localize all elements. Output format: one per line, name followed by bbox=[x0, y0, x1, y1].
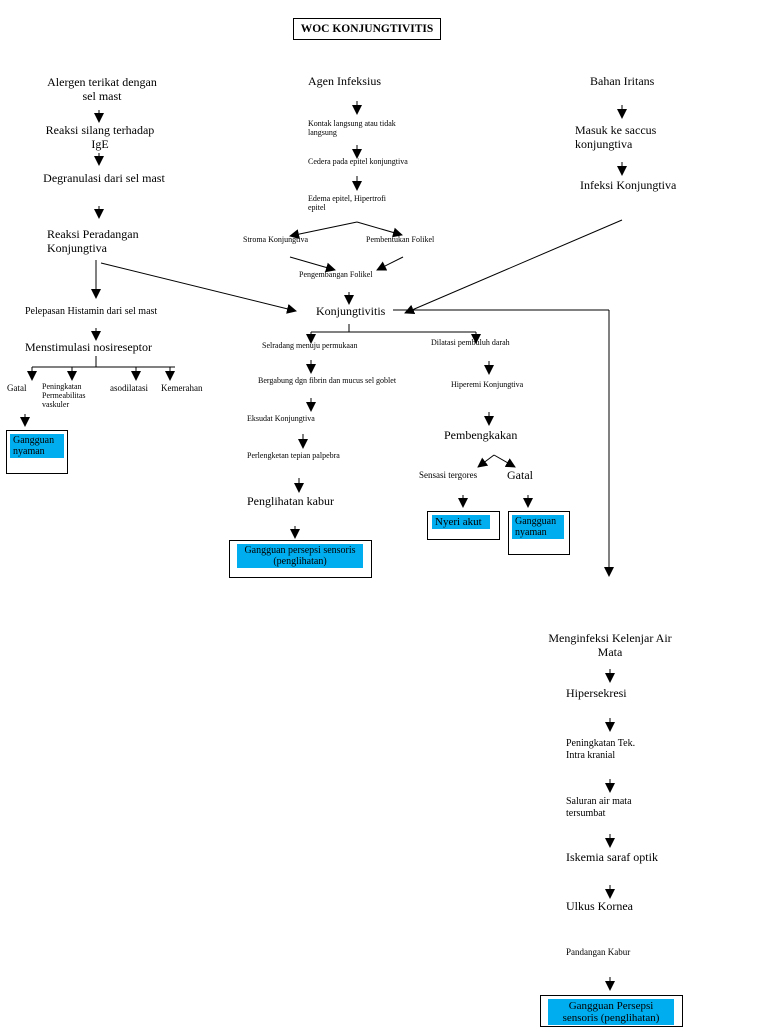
arrow bbox=[376, 256, 404, 271]
dx-box-left: Gangguan nyaman bbox=[6, 430, 68, 474]
leaf-gatal: Gatal bbox=[7, 383, 27, 393]
node-kontak: Kontak langsung atau tidak langsung bbox=[308, 119, 396, 138]
leaf-kemerahan: Kemerahan bbox=[161, 383, 203, 393]
node-degranulasi: Degranulasi dari sel mast bbox=[43, 171, 165, 185]
node-bahan-iritans: Bahan Iritans bbox=[590, 74, 655, 88]
node-sensasi-tergores: Sensasi tergores bbox=[419, 470, 478, 480]
dx-box-persepsi: Gangguan persepsi sensoris (penglihatan) bbox=[229, 540, 372, 578]
dx-nyeri-akut: Nyeri akut bbox=[432, 515, 490, 530]
arrow bbox=[100, 262, 297, 314]
arrow bbox=[404, 219, 623, 315]
arrow bbox=[356, 221, 403, 238]
node-eksudat: Eksudat Konjungtiva bbox=[247, 414, 315, 423]
node-iskemia: Iskemia saraf optik bbox=[566, 850, 658, 864]
node-pandangan-kabur: Pandangan Kabur bbox=[566, 947, 631, 957]
node-alergen: Alergen terikat dengan sel mast bbox=[47, 75, 157, 103]
arrow bbox=[477, 454, 495, 468]
node-dilatasi: Dilatasi pembuluh darah bbox=[431, 338, 510, 347]
node-hipersekresi: Hipersekresi bbox=[566, 686, 627, 700]
node-gatal: Gatal bbox=[507, 468, 533, 482]
node-konjungtivitis: Konjungtivitis bbox=[316, 304, 386, 318]
leaf-permeabilitas: Peningkatan Permeabilitas vaskuler bbox=[42, 382, 86, 409]
node-reaksi-silang: Reaksi silang terhadap IgE bbox=[45, 123, 155, 151]
node-pengembangan-folikel: Pengembangan Folikel bbox=[299, 270, 373, 279]
arrow bbox=[289, 256, 336, 273]
node-hiperemi: Hiperemi Konjungtiva bbox=[451, 380, 524, 389]
node-penglihatan-kabur: Penglihatan kabur bbox=[247, 494, 334, 508]
node-edema: Edema epitel, Hipertrofi epitel bbox=[308, 194, 386, 213]
dx-box-nyaman-b: Gangguan nyaman bbox=[508, 511, 570, 555]
node-stroma: Stroma Konjungtiva bbox=[243, 235, 309, 244]
node-menginfeksi-kelenjar: Menginfeksi Kelenjar Air Mata bbox=[548, 631, 672, 659]
node-masuk-saccus: Masuk ke saccus konjungtiva bbox=[575, 123, 657, 151]
dx-gangguan-persepsi: Gangguan persepsi sensoris (penglihatan) bbox=[237, 544, 363, 568]
dx-gangguan-nyaman-b: Gangguan nyaman bbox=[512, 515, 564, 539]
arrow bbox=[289, 221, 358, 240]
dx-gangguan-nyaman-left: Gangguan nyaman bbox=[10, 434, 64, 458]
node-agen-infeksius: Agen Infeksius bbox=[308, 74, 381, 88]
node-bergabung: Bergabung dgn fibrin dan mucus sel goble… bbox=[258, 376, 397, 385]
node-perlengketan: Perlengketan tepian palpebra bbox=[247, 451, 340, 460]
dx-box-nyeri: Nyeri akut bbox=[427, 511, 500, 540]
node-ulkus-kornea: Ulkus Kornea bbox=[566, 899, 633, 913]
dx-gangguan-persepsi-c: Gangguan Persepsi sensoris (penglihatan) bbox=[548, 999, 674, 1026]
node-infeksi-konjungtiva: Infeksi Konjungtiva bbox=[580, 178, 677, 192]
diagram-title: WOC KONJUNGTIVITIS bbox=[293, 18, 441, 40]
node-reaksi-peradangan: Reaksi Peradangan Konjungtiva bbox=[47, 227, 139, 255]
leaf-vasodilatasi: asodilatasi bbox=[110, 383, 148, 393]
node-pelepasan-histamin: Pelepasan Histamin dari sel mast bbox=[25, 306, 158, 317]
node-peningkatan-tekanan: Peningkatan Tek. Intra kranial bbox=[566, 738, 636, 761]
node-saluran-tersumbat: Saluran air mata tersumbat bbox=[566, 796, 632, 819]
node-cedera: Cedera pada epitel konjungtiva bbox=[308, 157, 408, 166]
node-selradang: Selradang menuju permukaan bbox=[262, 341, 358, 350]
node-menstimulasi: Menstimulasi nosireseptor bbox=[25, 340, 152, 354]
node-pembengkakan: Pembengkakan bbox=[444, 428, 518, 442]
arrow bbox=[493, 454, 516, 468]
node-pembentukan-folikel: Pembentukan Folikel bbox=[366, 235, 435, 244]
dx-box-persepsi-c: Gangguan Persepsi sensoris (penglihatan) bbox=[540, 995, 683, 1027]
